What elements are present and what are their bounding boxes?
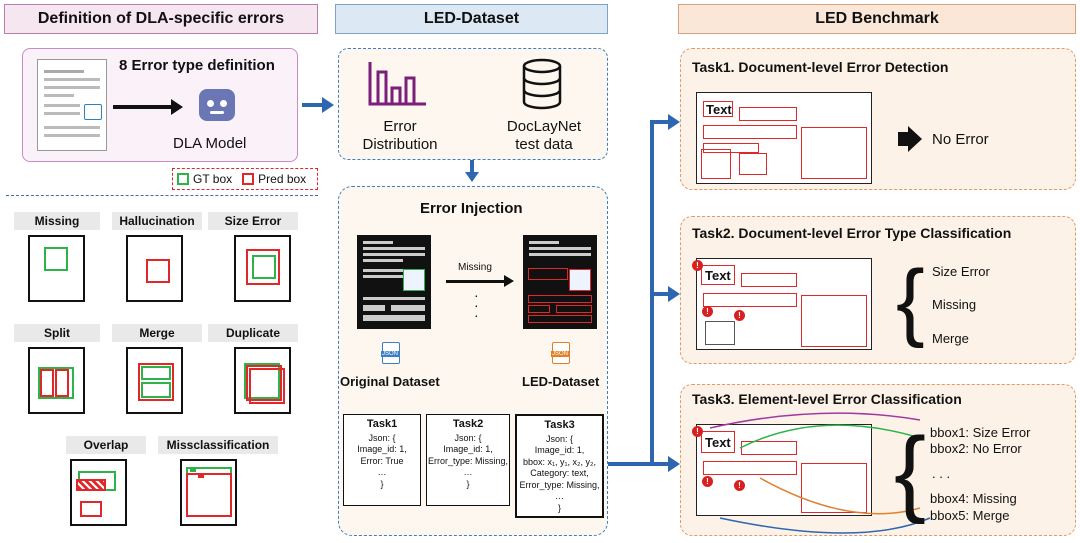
result-arrow-icon — [898, 132, 910, 146]
label-merge: Merge — [112, 324, 202, 342]
original-document — [357, 235, 431, 329]
size-error-example — [234, 235, 291, 302]
pred-legend-swatch — [242, 173, 255, 185]
separator — [6, 195, 318, 196]
split-example — [28, 347, 85, 414]
definition-panel: 8 Error type definition DLA Model — [22, 48, 298, 162]
brace: { — [896, 253, 925, 349]
injection-arrow — [446, 280, 506, 283]
warning-icon: ! — [702, 476, 713, 487]
brace: { — [894, 418, 927, 525]
database-icon — [522, 58, 562, 110]
task3-result-bbox1: bbox1: Size Error — [930, 425, 1031, 440]
label-overlap: Overlap — [66, 436, 146, 454]
label-split: Split — [14, 324, 100, 342]
warning-icon: ! — [734, 480, 745, 491]
task3-result-bbox4: bbox4: Missing — [930, 491, 1017, 506]
task1-document: Text — [696, 92, 872, 184]
ellipsis-vertical: ··· — [474, 287, 479, 323]
label-hallucination: Hallucination — [112, 212, 202, 230]
task3-title: Task3. Element-level Error Classificatio… — [692, 391, 962, 407]
header-definition: Definition of DLA-specific errors — [4, 4, 318, 34]
label-duplicate: Duplicate — [208, 324, 298, 342]
task2-result-missing: Missing — [932, 297, 977, 312]
task1-title: Task1. Document-level Error Detection — [692, 59, 949, 75]
merge-example — [126, 347, 183, 414]
box-legend: GT box Pred box — [172, 168, 318, 190]
led-document — [523, 235, 597, 329]
task2-result-size: Size Error — [932, 264, 990, 279]
warning-icon: ! — [692, 426, 703, 437]
task2-result-merge: Merge — [932, 331, 969, 346]
doclaynet-label: DocLayNet test data — [506, 118, 582, 153]
json-icon-led: JSON — [551, 342, 570, 364]
task2-document: Text — [696, 258, 872, 350]
header-led-benchmark: LED Benchmark — [678, 4, 1076, 34]
definition-title: 8 Error type definition — [119, 57, 275, 74]
duplicate-example — [234, 347, 291, 414]
warning-icon: ! — [702, 306, 713, 317]
arrow-to-model — [113, 105, 173, 109]
task2-title: Task2. Document-level Error Type Classif… — [692, 225, 1012, 241]
document-thumbnail — [37, 59, 107, 151]
overlap-example — [70, 459, 127, 526]
arrow-source-to-injection — [470, 160, 474, 174]
error-distribution-label: Error Distribution — [362, 118, 438, 153]
bar-chart-icon — [368, 62, 426, 106]
label-missing: Missing — [14, 212, 100, 230]
task3-result-ellipsis: . . . — [932, 466, 951, 481]
missclassification-example — [180, 459, 237, 526]
task3-document: Text — [696, 424, 872, 516]
warning-icon: ! — [692, 260, 703, 271]
gt-legend-label: GT box — [193, 172, 233, 186]
task1-result: No Error — [932, 131, 989, 148]
label-size-error: Size Error — [208, 212, 298, 230]
gt-legend-swatch — [177, 173, 189, 185]
missing-example — [28, 235, 85, 302]
hallucination-example — [126, 235, 183, 302]
robot-icon — [199, 89, 235, 121]
connector-trunk — [608, 462, 652, 466]
json-task3: Task3 Json: {Image_id: 1,bbox: x₁, y₁, x… — [515, 414, 604, 518]
image-icon — [84, 104, 102, 120]
led-dataset-label: LED-Dataset — [522, 374, 600, 389]
json-task2: Task2 Json: {Image_id: 1,Error_type: Mis… — [426, 414, 510, 506]
warning-icon: ! — [734, 310, 745, 321]
label-missclassification: Missclassification — [158, 436, 278, 454]
model-label: DLA Model — [173, 135, 247, 152]
task3-result-bbox2: bbox2: No Error — [930, 441, 1022, 456]
json-icon-original: JSON — [381, 342, 400, 364]
json-task1: Task1 Json: {Image_id: 1,Error: True…} — [343, 414, 421, 506]
header-led-dataset: LED-Dataset — [335, 4, 608, 34]
arrow-def-to-dataset — [302, 103, 324, 107]
error-injection-title: Error Injection — [420, 200, 523, 217]
task3-result-bbox5: bbox5: Merge — [930, 508, 1010, 523]
original-dataset-label: Original Dataset — [340, 374, 440, 389]
pred-legend-label: Pred box — [258, 172, 307, 186]
missing-arrow-label: Missing — [458, 262, 492, 273]
element-link-arrows — [709, 412, 931, 534]
